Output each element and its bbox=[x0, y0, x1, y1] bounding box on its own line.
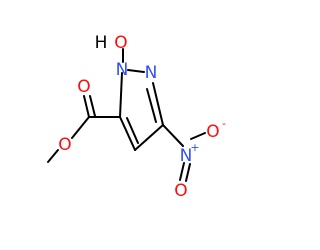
nitro-oxygen-charge: - bbox=[222, 117, 226, 130]
hydroxyl-oxygen-label: O bbox=[114, 33, 127, 53]
methoxy-oxygen-label: O bbox=[58, 135, 71, 155]
bond-carbonyl-c-o-single bbox=[71, 116, 90, 139]
bond-c3-nitro-n bbox=[162, 124, 184, 147]
bond-c4-c5 bbox=[119, 116, 136, 151]
bond-nitro-n-o-double-b bbox=[185, 163, 191, 182]
bond-n2-c3-inner bbox=[146, 88, 157, 123]
molecule-canvas: H O N N N + O - O O O bbox=[47, 33, 227, 201]
structure-diagram: H O N N N + O - O O O bbox=[47, 33, 226, 201]
hydroxyl-hydrogen-label: H bbox=[95, 33, 108, 53]
bond-c3-c4 bbox=[134, 124, 164, 151]
bond-nitro-n-o-right bbox=[190, 132, 206, 140]
nitro-nitrogen-label: N bbox=[180, 146, 193, 166]
ring-n2-label: N bbox=[145, 63, 158, 83]
bond-n1-n2 bbox=[127, 69, 145, 73]
bond-n1-c5 bbox=[119, 72, 123, 118]
bond-c4-c5-inner bbox=[126, 117, 139, 144]
bond-carbonyl-c-o-double-b bbox=[89, 95, 96, 117]
nitro-oxygen-double-label: O bbox=[174, 181, 187, 201]
bond-n2-c3 bbox=[152, 82, 164, 126]
carbonyl-oxygen-label: O bbox=[77, 77, 90, 97]
nitro-nitrogen-charge: + bbox=[190, 141, 199, 154]
nitro-oxygen-single-label: O bbox=[206, 122, 219, 142]
bond-carbonyl-c-o-double-a bbox=[83, 95, 90, 118]
ring-n1-label: N bbox=[116, 60, 129, 80]
bond-methoxy-o-ch3 bbox=[47, 149, 59, 163]
bond-nitro-n-o-double-a bbox=[179, 162, 185, 181]
